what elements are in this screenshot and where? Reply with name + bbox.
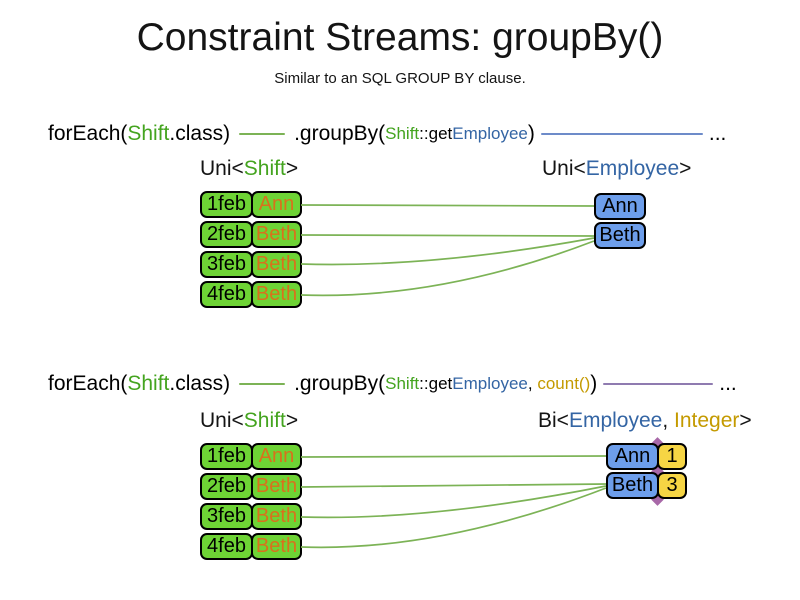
shift-date-box: 3feb xyxy=(200,503,253,530)
shift-date-box: 1feb xyxy=(200,443,253,470)
shift-row: 3feb Beth xyxy=(200,251,302,278)
code-type-shift: Shift xyxy=(127,122,170,145)
code-text: .class) xyxy=(169,372,231,395)
shift-date-box: 2feb xyxy=(200,221,253,248)
code-text: ::get xyxy=(419,374,453,393)
code-text: .groupBy( xyxy=(294,372,386,395)
shift-row: 2feb Beth xyxy=(200,221,302,248)
stream-connector-line xyxy=(540,133,703,135)
shift-employee-box: Beth xyxy=(251,251,302,278)
code-type-shift: Shift xyxy=(385,374,420,393)
connector-4feb-beth xyxy=(300,240,595,297)
shift-employee-box: Beth xyxy=(251,533,302,560)
code-text: .class) xyxy=(169,122,231,145)
shift-employee-box: Beth xyxy=(251,281,302,308)
uni-employee-label: Uni<Employee> xyxy=(542,157,692,180)
code-text: ) xyxy=(590,372,598,395)
shift-table-2: 1feb Ann 2feb Beth 3feb Beth 4feb Beth xyxy=(200,443,302,560)
code-ellipsis: ... xyxy=(708,122,727,145)
employee-box: Beth xyxy=(606,472,659,499)
shift-date-box: 4feb xyxy=(200,281,253,308)
code-text: forEach( xyxy=(48,122,128,145)
group-row: Beth 3 xyxy=(606,472,687,499)
shift-employee-box: Ann xyxy=(251,191,302,218)
employee-box: Ann xyxy=(594,193,646,220)
uni-shift-label-2: Uni<Shift> xyxy=(200,409,299,432)
connector-1feb-ann xyxy=(300,204,595,207)
shift-date-box: 4feb xyxy=(200,533,253,560)
employee-box: Beth xyxy=(594,222,646,249)
code-count-call: count() xyxy=(537,374,591,393)
employee-group-column: Ann Beth xyxy=(594,193,646,249)
connector-1feb-ann-count xyxy=(300,455,607,458)
shift-row: 1feb Ann xyxy=(200,443,302,470)
shift-employee-box: Ann xyxy=(251,443,302,470)
code-ellipsis: ... xyxy=(719,372,737,395)
shift-employee-box: Beth xyxy=(251,503,302,530)
connector-2feb-beth-count xyxy=(300,483,607,488)
bi-employee-integer-label: Bi<Employee, Integer> xyxy=(538,409,752,432)
connector-2feb-beth xyxy=(300,234,595,237)
shift-date-box: 2feb xyxy=(200,473,253,500)
stream-connector-line xyxy=(239,383,286,385)
code-type-employee: Employee xyxy=(452,374,528,393)
page-title: Constraint Streams: groupBy() xyxy=(136,16,664,59)
code-text: forEach( xyxy=(48,372,128,395)
shift-row: 1feb Ann xyxy=(200,191,302,218)
connector-4feb-beth-count xyxy=(300,487,607,549)
stream-connector-line xyxy=(603,383,714,385)
code-text: ) xyxy=(527,122,535,145)
shift-employee-box: Beth xyxy=(251,221,302,248)
stream-connector-line xyxy=(239,133,286,135)
code-line-foreach-groupby-1: forEach(Shift.class) .groupBy(Shift::get… xyxy=(48,122,726,146)
connector-3feb-beth-count xyxy=(300,485,607,519)
uni-shift-label-1: Uni<Shift> xyxy=(200,157,299,180)
shift-row: 3feb Beth xyxy=(200,503,302,530)
count-box: 1 xyxy=(657,443,687,470)
code-type-shift: Shift xyxy=(385,124,420,143)
employee-box: Ann xyxy=(606,443,659,470)
shift-date-box: 3feb xyxy=(200,251,253,278)
code-type-employee: Employee xyxy=(452,124,528,143)
count-box: 3 xyxy=(657,472,687,499)
employee-count-group-column: Ann 1 Beth 3 xyxy=(606,437,687,506)
connector-3feb-beth xyxy=(300,237,595,266)
code-text: .groupBy( xyxy=(294,122,386,145)
shift-row: 4feb Beth xyxy=(200,533,302,560)
group-row: Ann 1 xyxy=(606,443,687,470)
shift-table-1: 1feb Ann 2feb Beth 3feb Beth 4feb Beth xyxy=(200,191,302,308)
shift-date-box: 1feb xyxy=(200,191,253,218)
shift-employee-box: Beth xyxy=(251,473,302,500)
code-text: ::get xyxy=(419,124,453,143)
code-text: , xyxy=(527,374,538,393)
code-type-shift: Shift xyxy=(127,372,170,395)
page-subtitle: Similar to an SQL GROUP BY clause. xyxy=(274,70,526,87)
shift-row: 4feb Beth xyxy=(200,281,302,308)
shift-row: 2feb Beth xyxy=(200,473,302,500)
code-line-foreach-groupby-2: forEach(Shift.class) .groupBy(Shift::get… xyxy=(48,372,737,396)
